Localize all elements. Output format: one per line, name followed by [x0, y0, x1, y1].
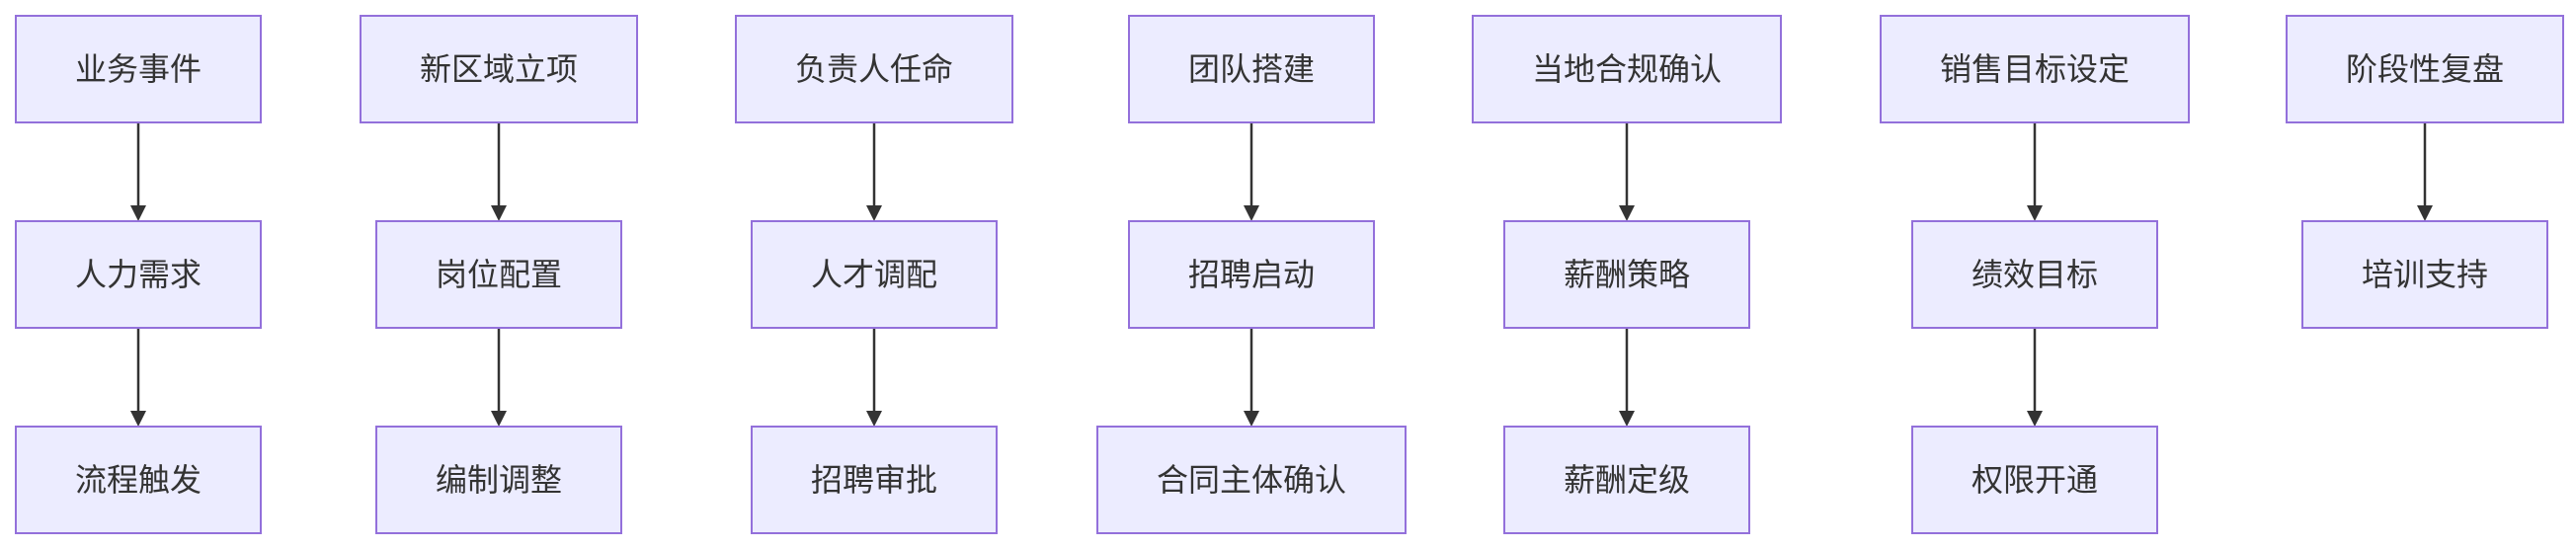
- flow-node: 招聘启动: [1128, 220, 1375, 329]
- node-box: [360, 15, 638, 123]
- arrowhead-icon: [2027, 411, 2043, 427]
- node-label: 权限开通: [1972, 461, 2098, 499]
- node-box: [1128, 15, 1375, 123]
- arrowhead-icon: [1244, 411, 1259, 427]
- node-label: 薪酬定级: [1564, 461, 1690, 499]
- node-label: 阶段性复盘: [2346, 50, 2504, 88]
- node-box: [1472, 15, 1782, 123]
- node-label: 负责人任命: [795, 50, 953, 88]
- node-box: [2286, 15, 2564, 123]
- node-box: [751, 220, 998, 329]
- flow-node: 培训支持: [2301, 220, 2548, 329]
- node-label: 培训支持: [2362, 256, 2488, 293]
- node-label: 销售目标设定: [1940, 50, 2130, 88]
- arrowhead-icon: [491, 205, 507, 221]
- flow-node: 销售目标设定: [1880, 15, 2190, 123]
- arrowhead-icon: [491, 411, 507, 427]
- flow-node: 当地合规确认: [1472, 15, 1782, 123]
- arrowhead-icon: [1244, 205, 1259, 221]
- flow-node: 流程触发: [15, 426, 262, 534]
- flow-node: 团队搭建: [1128, 15, 1375, 123]
- arrowhead-icon: [130, 411, 146, 427]
- arrowhead-icon: [2417, 205, 2433, 221]
- node-box: [1128, 220, 1375, 329]
- node-label: 绩效目标: [1972, 256, 2098, 293]
- flow-node: 阶段性复盘: [2286, 15, 2564, 123]
- flow-node: 招聘审批: [751, 426, 998, 534]
- node-label: 招聘启动: [1188, 256, 1315, 293]
- node-label: 编制调整: [436, 461, 562, 499]
- flow-node: 薪酬定级: [1503, 426, 1750, 534]
- flow-node: 编制调整: [375, 426, 622, 534]
- node-box: [1503, 426, 1750, 534]
- flow-node: 业务事件: [15, 15, 262, 123]
- node-label: 业务事件: [75, 50, 201, 88]
- arrowhead-icon: [1619, 411, 1635, 427]
- flow-node: 新区域立项: [360, 15, 638, 123]
- node-label: 人才调配: [811, 256, 937, 293]
- node-box: [735, 15, 1013, 123]
- arrowhead-icon: [866, 205, 882, 221]
- node-box: [15, 220, 262, 329]
- flow-node: 权限开通: [1911, 426, 2158, 534]
- arrowhead-icon: [130, 205, 146, 221]
- arrowhead-icon: [2027, 205, 2043, 221]
- arrowhead-icon: [866, 411, 882, 427]
- node-label: 薪酬策略: [1564, 256, 1690, 293]
- flow-node: 人力需求: [15, 220, 262, 329]
- node-box: [751, 426, 998, 534]
- flow-node: 合同主体确认: [1096, 426, 1407, 534]
- node-box: [15, 426, 262, 534]
- node-label: 流程触发: [75, 461, 201, 499]
- node-label: 招聘审批: [811, 461, 937, 499]
- node-box: [1503, 220, 1750, 329]
- node-box: [1911, 220, 2158, 329]
- node-label: 合同主体确认: [1157, 461, 1346, 499]
- node-box: [375, 220, 622, 329]
- node-label: 岗位配置: [436, 256, 562, 293]
- flow-node: 绩效目标: [1911, 220, 2158, 329]
- node-label: 新区域立项: [420, 50, 578, 88]
- flow-node: 负责人任命: [735, 15, 1013, 123]
- arrowhead-icon: [1619, 205, 1635, 221]
- flow-node: 岗位配置: [375, 220, 622, 329]
- node-box: [1880, 15, 2190, 123]
- node-box: [1911, 426, 2158, 534]
- node-box: [15, 15, 262, 123]
- node-label: 团队搭建: [1188, 50, 1315, 88]
- node-box: [375, 426, 622, 534]
- node-box: [1096, 426, 1407, 534]
- node-label: 人力需求: [75, 256, 201, 293]
- node-label: 当地合规确认: [1532, 50, 1722, 88]
- flow-node: 薪酬策略: [1503, 220, 1750, 329]
- node-box: [2301, 220, 2548, 329]
- flow-node: 人才调配: [751, 220, 998, 329]
